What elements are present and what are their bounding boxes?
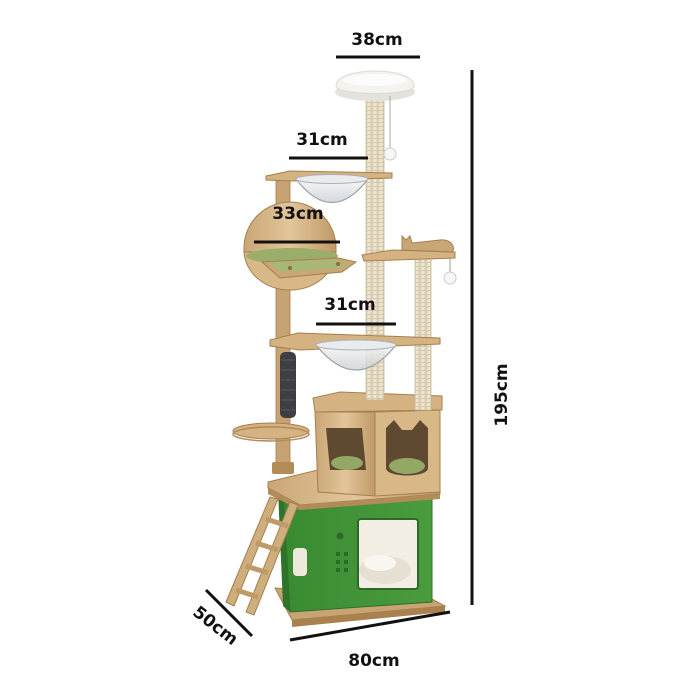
dim-line-base-depth xyxy=(204,588,254,638)
base-condo xyxy=(274,490,447,627)
dim-label-total-height: 195cm xyxy=(492,363,512,426)
ladder xyxy=(225,496,299,616)
upper-hammock xyxy=(265,170,393,203)
dim-label-upper-hammock: 31cm xyxy=(296,130,347,150)
upper-condo xyxy=(312,391,443,497)
dim-label-side-bed: 33cm xyxy=(272,204,323,224)
dim-label-top-perch: 38cm xyxy=(351,30,402,50)
top-perch xyxy=(335,70,415,161)
dim-line-base-width xyxy=(289,610,451,642)
round-step xyxy=(232,422,310,442)
dim-label-lower-hammock: 31cm xyxy=(324,295,375,315)
dim-label-base-depth: 50cm xyxy=(189,602,242,649)
dimension-annotations: 38cm 31cm 33cm 31cm 195cm 50cm 80cm xyxy=(189,30,512,671)
right-shelf xyxy=(361,234,457,285)
side-bed xyxy=(243,201,358,291)
dim-label-base-width: 80cm xyxy=(348,651,399,671)
right-sisal-post xyxy=(414,253,432,411)
lower-hammock xyxy=(269,332,441,371)
